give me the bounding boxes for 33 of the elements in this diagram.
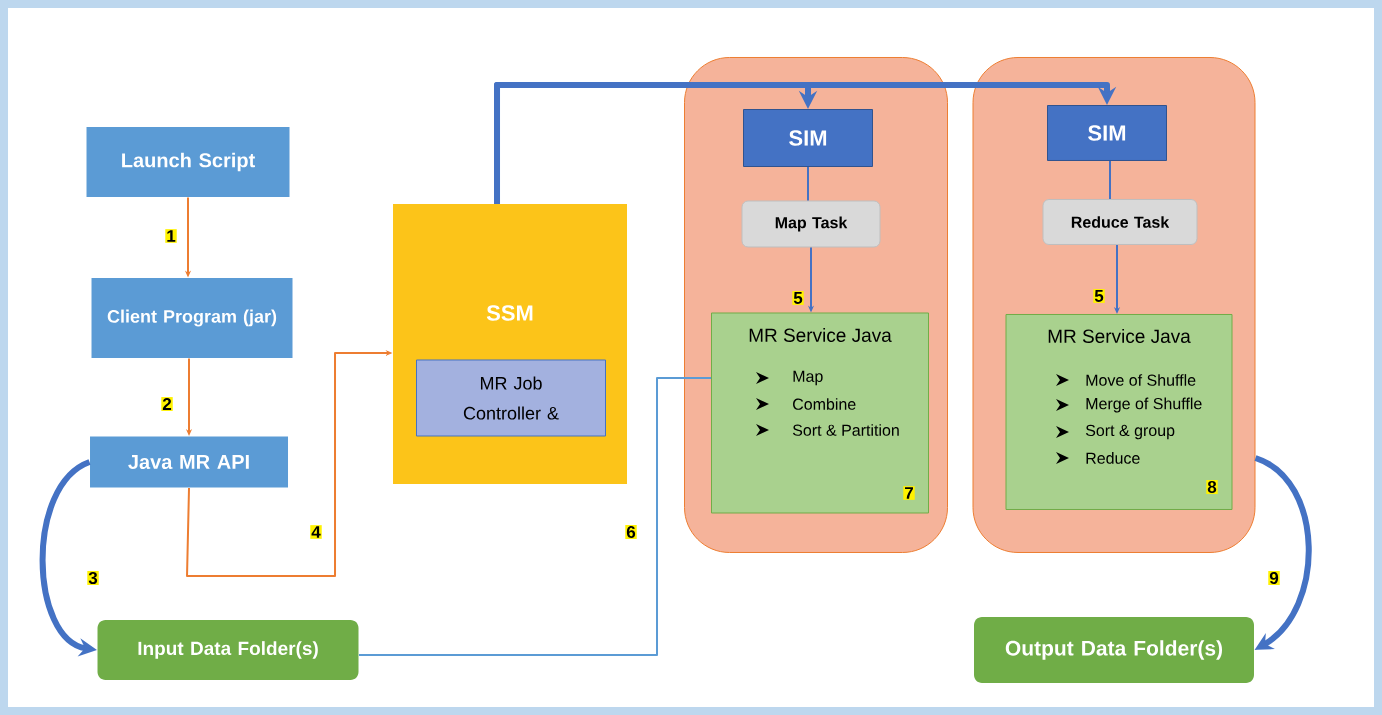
process-box: Java MR API: [90, 436, 288, 488]
step-number: 8: [1206, 480, 1218, 494]
box-heading: MR Service Java: [1048, 329, 1191, 343]
task-box: Reduce Task: [1042, 199, 1198, 245]
list-item: Sort & Partition: [792, 424, 899, 436]
list-item: Sort & group: [1085, 424, 1175, 440]
list-item: Map: [793, 370, 823, 386]
folder-box: Input Data Folder(s): [97, 620, 359, 680]
folder-box: Output Data Folder(s): [974, 617, 1254, 683]
controller-box: MR Job Controller &: [416, 359, 606, 437]
list-item: Merge of Shuffle: [1086, 397, 1202, 413]
list-item: Combine: [793, 398, 856, 410]
list-item: Move of Shuffle: [1086, 374, 1196, 386]
step-number: 7: [903, 486, 915, 500]
sim-box: SIM: [743, 109, 873, 167]
step-number: 1: [165, 229, 177, 243]
step-number: 3: [87, 570, 99, 585]
arrow: [1254, 455, 1312, 650]
step-number: 9: [1268, 571, 1280, 585]
step-number: 6: [625, 525, 637, 539]
step-number: 4: [310, 525, 322, 539]
service-box: [711, 312, 929, 514]
step-number: 5: [792, 291, 804, 305]
service-box: [1005, 314, 1233, 510]
sim-box: SIM: [1047, 105, 1167, 161]
task-box: Map Task: [741, 200, 881, 248]
list-item: Reduce: [1086, 452, 1140, 464]
process-box: Launch Script: [86, 127, 290, 197]
step-number: 2: [161, 397, 173, 411]
arrow: [494, 82, 1117, 204]
process-box: Client Program (jar): [91, 278, 293, 358]
box-heading: MR Service Java: [749, 328, 892, 342]
step-number: 5: [1093, 289, 1105, 303]
